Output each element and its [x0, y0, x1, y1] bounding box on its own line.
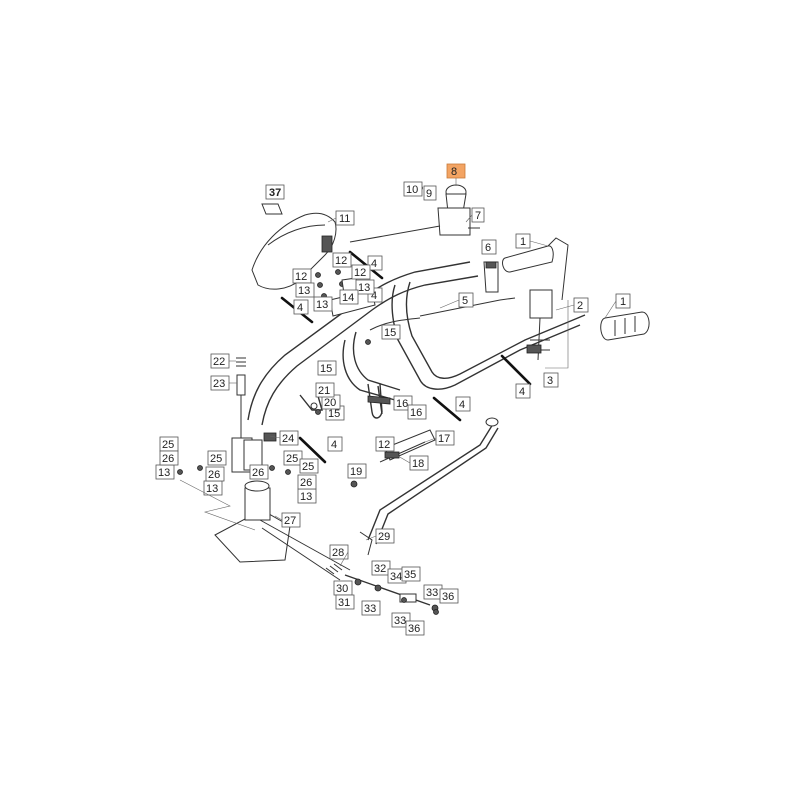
label-25-a: 25: [162, 439, 174, 451]
label-20: 20: [324, 397, 336, 409]
left-grip: [502, 237, 569, 301]
label-9: 9: [426, 188, 432, 200]
label-13-e: 13: [206, 483, 218, 495]
label-16-a: 16: [396, 398, 408, 410]
label-13-f: 13: [300, 491, 312, 503]
label-36-b: 36: [408, 623, 420, 635]
throttle-knob: [483, 261, 499, 293]
throttle-bracket: [526, 289, 569, 369]
handlebar-tube: [247, 261, 586, 426]
label-34: 34: [390, 571, 402, 583]
label-3: 3: [547, 375, 553, 387]
label-4-e: 4: [459, 399, 465, 411]
label-22: 22: [213, 356, 225, 368]
right-grip: [600, 311, 650, 341]
label-21: 21: [318, 385, 330, 397]
label-13-b: 13: [316, 299, 328, 311]
label-8: 8: [451, 166, 457, 178]
label-4-b: 4: [371, 290, 377, 302]
shock-absorber: [231, 432, 277, 473]
leader-lines: [179, 178, 617, 567]
label-16-b: 16: [410, 407, 422, 419]
spring-assembly: [236, 357, 246, 440]
label-11: 11: [339, 213, 350, 225]
label-25-b: 25: [210, 453, 222, 465]
label-13-d: 13: [158, 467, 170, 479]
label-36-a: 36: [442, 591, 454, 603]
label-32: 32: [374, 563, 386, 575]
label-15-c: 15: [328, 408, 340, 420]
label-15-a: 15: [384, 327, 396, 339]
u-bracket: [367, 383, 391, 419]
label-33-b: 33: [394, 615, 406, 627]
label-35: 35: [404, 569, 416, 581]
label-33-a: 33: [364, 603, 376, 615]
label-14: 14: [342, 292, 354, 304]
label-12-a: 12: [295, 271, 307, 283]
choke-control: [349, 184, 480, 243]
label-4-a: 4: [371, 258, 377, 270]
label-29: 29: [378, 531, 390, 543]
label-17: 17: [438, 433, 450, 445]
label-12-b: 12: [335, 255, 347, 267]
label-27: 27: [284, 515, 296, 527]
label-30: 30: [336, 583, 348, 595]
label-18: 18: [412, 458, 424, 470]
gear-rod: [379, 429, 436, 463]
label-12-d: 12: [378, 439, 390, 451]
label-25-c: 25: [286, 453, 298, 465]
label-15-b: 15: [320, 363, 332, 375]
label-12-c: 12: [354, 267, 366, 279]
label-13-c: 13: [358, 282, 370, 294]
label-26-c: 26: [252, 467, 264, 479]
label-19: 19: [350, 466, 362, 478]
base-plate: [214, 480, 351, 581]
label-2: 2: [577, 300, 583, 312]
label-13-a: 13: [298, 285, 310, 297]
part-labels: 8 37 11 10 9 7 6 1 1 2 3 5 4 4 4 4 4: [155, 163, 631, 636]
label-31: 31: [338, 597, 350, 609]
label-33-c: 33: [426, 587, 438, 599]
label-26-b: 26: [208, 469, 220, 481]
label-10: 10: [406, 184, 418, 196]
label-24: 24: [282, 433, 294, 445]
decal: [261, 203, 283, 215]
label-25-d: 25: [302, 461, 314, 473]
label-1-right: 1: [620, 296, 626, 308]
console-cover: [251, 212, 337, 290]
cable: [419, 297, 516, 317]
label-7: 7: [475, 210, 481, 222]
label-28: 28: [332, 547, 344, 559]
label-26-a: 26: [162, 453, 174, 465]
label-1-top: 1: [520, 236, 526, 248]
label-5: 5: [462, 295, 468, 307]
label-37: 37: [269, 187, 281, 199]
label-4-c: 4: [297, 302, 303, 314]
label-26-d: 26: [300, 477, 312, 489]
label-23: 23: [213, 378, 225, 390]
label-6: 6: [485, 242, 491, 254]
linkage: [325, 563, 439, 612]
label-4-f: 4: [331, 439, 337, 451]
label-4-d: 4: [519, 386, 525, 398]
